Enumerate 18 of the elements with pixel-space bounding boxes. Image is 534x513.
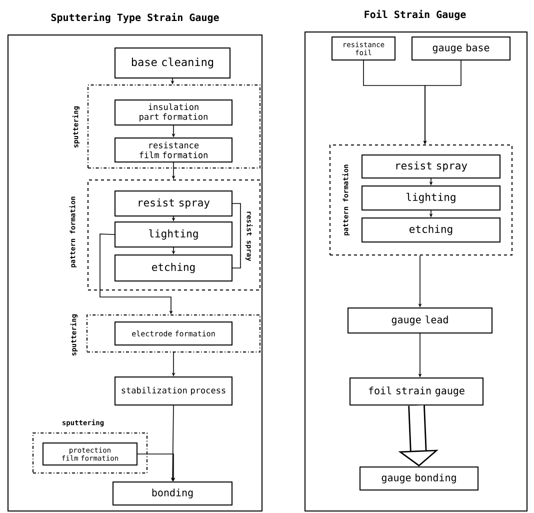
process-box: gauge base [412, 36, 510, 60]
process-box: gauge bonding [360, 466, 478, 490]
process-box: resistance film formation [114, 138, 232, 162]
process-box: lighting [114, 222, 232, 248]
process-box: foil strain gauge [350, 378, 484, 406]
process-box: etching [362, 218, 500, 242]
process-box: stabilization process [114, 376, 232, 406]
process-box: bonding [112, 482, 232, 506]
process-box: gauge lead [348, 308, 492, 334]
process-box: base cleaning [114, 48, 230, 78]
process-box: etching [114, 254, 232, 282]
process-box: insulation part formation [114, 100, 232, 126]
process-box: lighting [362, 186, 500, 210]
process-box: resist spray [114, 190, 232, 216]
process-box: resist spray [362, 154, 500, 178]
connector-line [232, 203, 241, 268]
node-label: Sputtering Type Strain Gauge [51, 12, 219, 24]
node-label: Foil Strain Gauge [364, 10, 466, 20]
